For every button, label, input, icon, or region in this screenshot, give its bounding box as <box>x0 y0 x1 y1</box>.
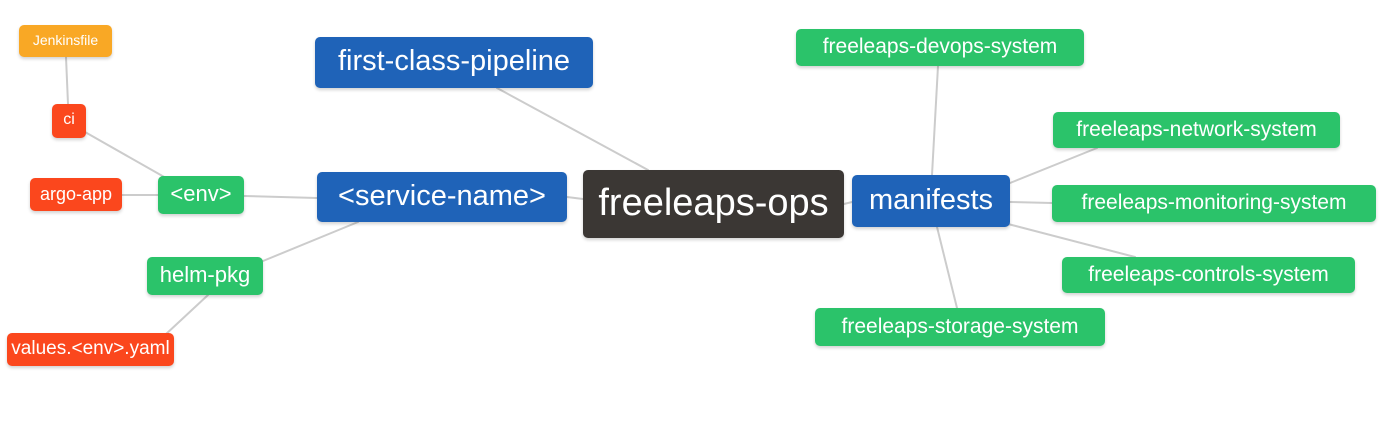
node-ci[interactable]: ci <box>52 104 86 138</box>
edge-service-name-to-freeleaps-ops <box>566 196 584 200</box>
node-freeleaps-ops[interactable]: freeleaps-ops <box>583 170 844 238</box>
node-values-env-yaml[interactable]: values.<env>.yaml <box>7 333 174 366</box>
edge-manifests-to-freeleaps-devops-system <box>931 65 939 176</box>
node-label: first-class-pipeline <box>337 45 571 77</box>
node-first-class-pipeline[interactable]: first-class-pipeline <box>315 37 593 88</box>
node-freeleaps-network-system[interactable]: freeleaps-network-system <box>1053 112 1340 148</box>
node-freeleaps-monitoring-system[interactable]: freeleaps-monitoring-system <box>1052 185 1376 222</box>
node-jenkinsfile[interactable]: Jenkinsfile <box>19 25 112 57</box>
node-label: values.<env>.yaml <box>11 338 170 359</box>
node-label: helm-pkg <box>159 262 251 287</box>
node-label: freeleaps-storage-system <box>841 314 1079 338</box>
node-service-name[interactable]: <service-name> <box>317 172 567 222</box>
edge-jenkinsfile-to-ci <box>65 56 69 105</box>
node-label: freeleaps-network-system <box>1076 117 1317 141</box>
edge-freeleaps-ops-to-manifests <box>843 201 853 205</box>
node-label: freeleaps-controls-system <box>1088 262 1329 286</box>
node-freeleaps-storage-system[interactable]: freeleaps-storage-system <box>815 308 1105 346</box>
node-label: freeleaps-ops <box>598 182 829 224</box>
node-env[interactable]: <env> <box>158 176 244 214</box>
node-label: Jenkinsfile <box>32 32 99 48</box>
edge-ci-to-env <box>84 131 167 179</box>
node-freeleaps-controls-system[interactable]: freeleaps-controls-system <box>1062 257 1355 293</box>
node-helm-pkg[interactable]: helm-pkg <box>147 257 263 295</box>
edge-manifests-to-freeleaps-storage-system <box>936 226 958 309</box>
edge-first-class-pipeline-to-freeleaps-ops <box>496 87 649 171</box>
node-label: <env> <box>170 181 232 206</box>
node-label: freeleaps-monitoring-system <box>1081 191 1347 214</box>
node-argo-app[interactable]: argo-app <box>30 178 122 211</box>
edge-manifests-to-freeleaps-monitoring-system <box>1009 201 1053 204</box>
edge-manifests-to-freeleaps-network-system <box>1009 147 1098 184</box>
node-label: manifests <box>868 183 994 216</box>
node-label: freeleaps-devops-system <box>822 35 1058 58</box>
node-label: <service-name> <box>338 179 546 212</box>
edge-manifests-to-freeleaps-controls-system <box>1007 223 1136 258</box>
node-manifests[interactable]: manifests <box>852 175 1010 227</box>
edge-values-env-yaml-to-helm-pkg <box>164 294 209 336</box>
edge-env-to-service-name <box>243 195 318 199</box>
node-label: argo-app <box>39 183 113 204</box>
edge-helm-pkg-to-service-name <box>262 221 359 262</box>
node-freeleaps-devops-system[interactable]: freeleaps-devops-system <box>796 29 1084 66</box>
node-label: ci <box>63 111 75 128</box>
